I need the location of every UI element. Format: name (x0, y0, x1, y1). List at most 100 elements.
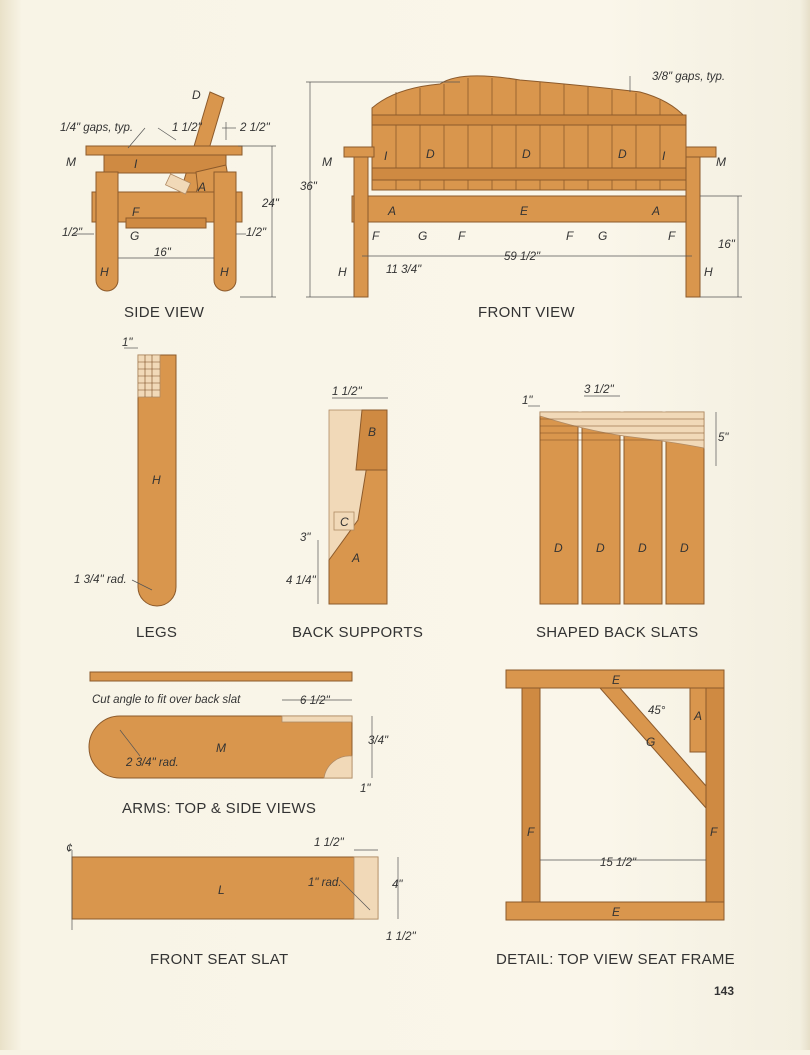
front-part-D1: D (426, 147, 435, 161)
fs-dim-1-half-top: 1 1/2" (314, 837, 345, 849)
back-slat-2 (581, 411, 621, 605)
legs-view: 1" H 1 3/4" rad. LEGS (74, 337, 177, 641)
side-brace (125, 217, 207, 229)
caption-front-view: FRONT VIEW (478, 304, 575, 321)
front-seat-end (353, 856, 379, 920)
caption-seat-frame: DETAIL: TOP VIEW SEAT FRAME (496, 951, 735, 968)
caption-arms: ARMS: TOP & SIDE VIEWS (122, 800, 316, 817)
back-slat-cutoff (539, 411, 705, 449)
front-arm-left (343, 146, 375, 158)
arm-side-view (89, 671, 353, 682)
side-leg-front (95, 171, 119, 292)
bs-dim-1-half: 1 1/2" (332, 386, 363, 398)
legs-dim-1: 1" (122, 337, 133, 349)
slat-part-D2: D (596, 541, 605, 555)
front-part-H1: H (338, 265, 347, 279)
caption-legs: LEGS (136, 624, 177, 641)
slats-dim-1: 1" (522, 395, 533, 407)
side-gaps-note: 1/4" gaps, typ. (60, 122, 133, 134)
bs-part-B: B (368, 425, 376, 439)
side-part-D: D (192, 88, 201, 102)
arms-view: Cut angle to fit over back slat 6 1/2" 2… (88, 671, 389, 817)
arm-dim-3-4: 3/4" (368, 735, 389, 747)
side-part-G: G (130, 229, 139, 243)
front-dim-11: 11 3/4" (386, 264, 422, 276)
front-seat-apron (351, 195, 693, 223)
bs-part-C: C (340, 515, 349, 529)
back-support-B (355, 409, 388, 471)
slat-part-D4: D (680, 541, 689, 555)
caption-side-view: SIDE VIEW (124, 304, 205, 321)
leg-blank (137, 354, 177, 607)
slats-dim-5: 5" (718, 432, 729, 444)
fs-part-L: L (218, 883, 225, 897)
side-part-I: I (134, 157, 138, 171)
front-part-M1: M (322, 155, 332, 169)
side-dim-half-right: 1/2" (246, 227, 267, 239)
front-part-H2: H (704, 265, 713, 279)
front-part-A2: A (651, 204, 660, 218)
frame-angle: 45° (648, 705, 666, 717)
seat-frame-view: E E A 45° G F F 15 1/2" DETAIL: TOP VIEW… (496, 669, 735, 968)
front-part-G1: G (418, 229, 427, 243)
bs-dim-4: 4 1/4" (286, 575, 317, 587)
front-dim-36: 36" (300, 181, 318, 193)
frame-right-F (705, 687, 725, 903)
front-part-D2: D (522, 147, 531, 161)
side-part-A: A (197, 180, 206, 194)
slats-dim-3-half: 3 1/2" (584, 384, 615, 396)
caption-back-supports: BACK SUPPORTS (292, 624, 423, 641)
front-part-F2: F (458, 229, 466, 243)
frame-part-E-bottom: E (612, 905, 621, 919)
side-dim-2-half: 2 1/2" (239, 122, 271, 134)
fs-centerline: ¢ (66, 843, 73, 855)
front-part-F4: F (668, 229, 676, 243)
arm-top-view (88, 715, 353, 779)
front-part-M2: M (716, 155, 726, 169)
front-top-rail (371, 114, 687, 126)
front-dim-16: 16" (718, 239, 736, 251)
arm-corner-cutoff (323, 755, 353, 779)
legs-radius: 1 3/4" rad. (74, 574, 127, 586)
back-slat-1 (539, 411, 579, 605)
arm-notch (281, 715, 353, 723)
front-part-I2: I (662, 149, 666, 163)
fs-dim-1-half-bottom: 1 1/2" (386, 931, 417, 943)
arm-dim-1: 1" (360, 783, 371, 795)
arm-part-M: M (216, 741, 226, 755)
arm-dim-6-half: 6 1/2" (300, 695, 331, 707)
frame-left-F (521, 687, 541, 903)
front-part-A1: A (387, 204, 396, 218)
back-support-C-block (333, 511, 355, 531)
front-view: 3/8" gaps, typ. 36" 59 1/2" 11 3/4" 16" … (300, 71, 742, 321)
bs-dim-3: 3" (300, 532, 311, 544)
back-slats-view: 3 1/2" 1" 5" D D D D SHAPED BACK SLATS (522, 384, 729, 641)
side-dim-24: 24" (261, 198, 280, 210)
side-arm-support (103, 154, 227, 174)
frame-bottom-rail-E (505, 901, 725, 921)
legs-part-H: H (152, 473, 161, 487)
side-part-F: F (132, 205, 140, 219)
fs-radius: 1" rad. (308, 877, 342, 889)
back-slat-3 (623, 411, 663, 605)
bs-part-A: A (351, 551, 360, 565)
front-arm-right (685, 146, 717, 158)
front-part-E: E (520, 204, 529, 218)
frame-part-A: A (693, 709, 702, 723)
front-seat-view: ¢ 1 1/2" 1" rad. 4" 1 1/2" L FRONT SEAT … (66, 837, 417, 968)
side-block (164, 173, 192, 195)
frame-part-E-top: E (612, 673, 621, 687)
front-part-I1: I (384, 149, 388, 163)
back-supports-view: 1 1/2" 3" 4 1/4" B C A BACK SUPPORTS (286, 386, 423, 641)
side-dim-1-half: 1 1/2" (172, 122, 203, 134)
front-leg-right (685, 156, 701, 298)
page-number: 143 (714, 984, 734, 998)
side-dim-16: 16" (154, 247, 172, 259)
side-part-H1: H (100, 265, 109, 279)
frame-dim-15: 15 1/2" (600, 857, 637, 869)
side-dim-half-left: 1/2" (62, 227, 83, 239)
caption-front-seat-slat: FRONT SEAT SLAT (150, 951, 288, 968)
side-view: 1/4" gaps, typ. 1 1/2" 2 1/2" 24" 16" 1/… (60, 88, 280, 321)
